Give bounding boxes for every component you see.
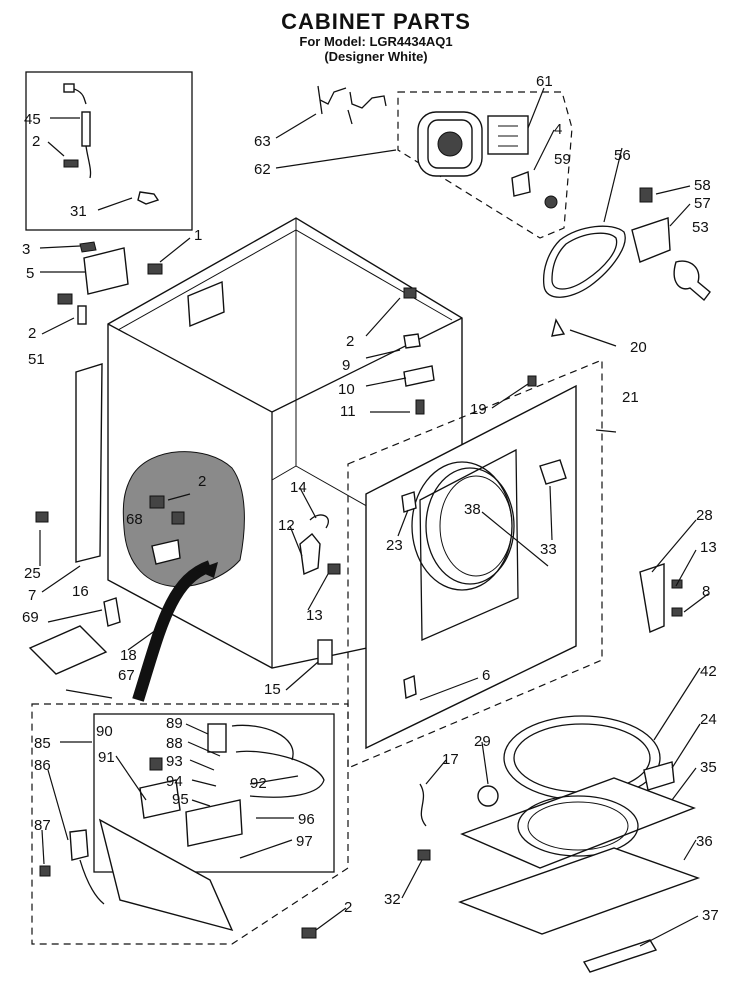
- callout-90: 90: [96, 723, 113, 740]
- callout-9: 9: [342, 357, 350, 374]
- callout-97: 97: [296, 833, 313, 850]
- callout-14: 14: [290, 479, 307, 496]
- model-line: For Model: LGR4434AQ1: [299, 34, 453, 49]
- callout-45: 45: [24, 111, 41, 128]
- callout-3: 3: [22, 241, 30, 258]
- callout-57: 57: [694, 195, 711, 212]
- callout-19: 19: [470, 401, 487, 418]
- callout-1: 1: [194, 227, 202, 244]
- callout-58: 58: [694, 177, 711, 194]
- callout-63: 63: [254, 133, 271, 150]
- callout-11: 11: [340, 403, 356, 420]
- callout-51: 51: [28, 351, 45, 368]
- callout-13: 13: [306, 607, 323, 624]
- callout-68: 68: [126, 511, 143, 528]
- callout-92: 92: [250, 775, 267, 792]
- callout-8: 8: [702, 583, 710, 600]
- callout-85: 85: [34, 735, 51, 752]
- leader-lines: [39, 87, 709, 947]
- callout-18: 18: [120, 647, 137, 664]
- callout-61: 61: [536, 73, 553, 90]
- callout-93: 93: [166, 753, 183, 770]
- front-panel: [347, 318, 603, 769]
- callout-labels: 45 2 31 3 1 5 2 51 63 62 61 4 59 56 58 5…: [22, 73, 719, 924]
- callout-95: 95: [172, 791, 189, 808]
- callout-96: 96: [298, 811, 315, 828]
- callout-29: 29: [474, 733, 491, 750]
- callout-23: 23: [386, 537, 403, 554]
- callout-12: 12: [278, 517, 295, 534]
- callout-37: 37: [702, 907, 719, 924]
- callout-69: 69: [22, 609, 39, 626]
- lower-left-parts: [28, 511, 121, 675]
- callout-35: 35: [700, 759, 717, 776]
- diagram-title: CABINET PARTS: [281, 9, 471, 34]
- title-block: CABINET PARTS For Model: LGR4434AQ1 (Des…: [0, 9, 752, 65]
- base-parts: [417, 715, 701, 973]
- callout-87: 87: [34, 817, 51, 834]
- callout-20: 20: [630, 339, 647, 356]
- callout-42: 42: [700, 663, 717, 680]
- callout-4: 4: [554, 121, 562, 138]
- callout-89: 89: [166, 715, 183, 732]
- callout-10: 10: [338, 381, 355, 398]
- callout-13: 13: [700, 539, 717, 556]
- door-switch-bracket: [639, 563, 683, 633]
- vent-duct: [132, 560, 213, 702]
- callout-17: 17: [442, 751, 459, 768]
- callout-7: 7: [28, 587, 36, 604]
- callout-56: 56: [614, 147, 631, 164]
- idler-parts: [631, 187, 711, 302]
- callout-31: 31: [70, 203, 87, 220]
- callout-2: 2: [344, 899, 352, 916]
- callout-94: 94: [166, 773, 183, 790]
- callout-2: 2: [346, 333, 354, 350]
- color-line: (Designer White): [324, 49, 428, 64]
- left-small-parts: [57, 241, 163, 325]
- callout-21: 21: [622, 389, 639, 406]
- callout-86: 86: [34, 757, 51, 774]
- callout-28: 28: [696, 507, 713, 524]
- motor-assembly: [317, 85, 573, 239]
- callout-33: 33: [540, 541, 557, 558]
- callout-2: 2: [32, 133, 40, 150]
- callout-5: 5: [26, 265, 34, 282]
- callout-67: 67: [118, 667, 135, 684]
- callout-32: 32: [384, 891, 401, 908]
- callout-88: 88: [166, 735, 183, 752]
- callout-53: 53: [692, 219, 709, 236]
- callout-91: 91: [98, 749, 115, 766]
- callout-36: 36: [696, 833, 713, 850]
- burner-assembly-box: [31, 703, 349, 945]
- callout-38: 38: [464, 501, 481, 518]
- callout-62: 62: [254, 161, 271, 178]
- callout-15: 15: [264, 681, 281, 698]
- callout-59: 59: [554, 151, 571, 168]
- callout-16: 16: [72, 583, 89, 600]
- callout-24: 24: [700, 711, 717, 728]
- inset-box: [25, 71, 193, 231]
- callout-2: 2: [198, 473, 206, 490]
- callout-25: 25: [24, 565, 41, 582]
- callout-6: 6: [482, 667, 490, 684]
- callout-2: 2: [28, 325, 36, 342]
- drive-belt: [542, 225, 626, 298]
